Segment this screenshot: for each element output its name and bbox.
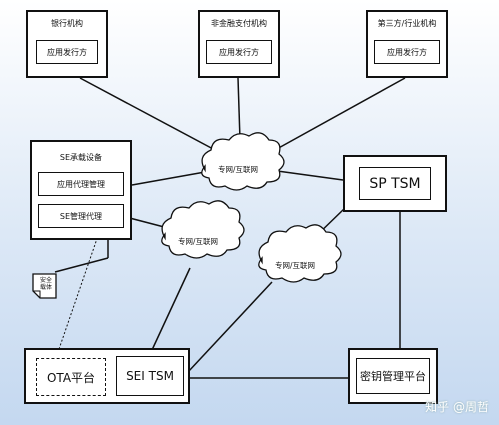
line-cloud3-seitsm: [187, 281, 273, 373]
third-party-institution-title: 第三方/行业机构: [377, 19, 437, 28]
cloud-3-label: 专网/互联网: [275, 260, 315, 270]
line-carrier-link: [54, 257, 109, 273]
third-party-issuer-box: 应用发行方: [374, 40, 440, 64]
security-carrier-icon: [32, 273, 57, 299]
nonbank-institution-box: 非金融支付机构 应用发行方: [198, 10, 280, 78]
line-nonbank-cloud1: [237, 77, 241, 141]
cloud-1-label: 专网/互联网: [218, 164, 258, 174]
cloud-1: 专网/互联网: [201, 132, 285, 191]
cloud-3: 专网/互联网: [258, 224, 342, 283]
key-management-box: 密钥管理平台: [348, 348, 438, 404]
line-cloud1-sptsm: [269, 169, 344, 181]
watermark-text: 知乎 @周哲: [425, 400, 489, 414]
line-third-cloud1: [274, 77, 406, 151]
bank-institution-box: 银行机构 应用发行方: [26, 10, 108, 78]
cloud-2: 专网/互联网: [161, 200, 245, 259]
app-agent-management-box: 应用代理管理: [38, 172, 124, 196]
nonbank-issuer-box: 应用发行方: [206, 40, 272, 64]
line-bank-cloud1: [79, 77, 216, 151]
sei-tsm-box: SEI TSM: [116, 356, 184, 396]
ota-sei-platform-box: OTA平台 SEI TSM: [24, 348, 190, 404]
key-management-inner: 密钥管理平台: [356, 358, 430, 394]
third-party-institution-box: 第三方/行业机构 应用发行方: [366, 10, 448, 78]
line-cloud2-seitsm: [151, 267, 191, 351]
nonbank-institution-title: 非金融支付机构: [211, 19, 267, 28]
ota-platform-box: OTA平台: [36, 358, 106, 396]
bank-institution-title: 银行机构: [51, 19, 83, 28]
sp-tsm-box: SP TSM: [343, 155, 447, 212]
cloud-2-label: 专网/互联网: [178, 236, 218, 246]
sp-tsm-inner: SP TSM: [359, 167, 431, 200]
line-se-cloud1: [131, 171, 206, 186]
se-device-title: SE承载设备: [59, 153, 103, 162]
bank-issuer-box: 应用发行方: [36, 40, 98, 64]
dotted-link-se-ota: [57, 229, 101, 353]
se-device-box: SE承载设备 应用代理管理 SE管理代理: [30, 140, 132, 240]
se-management-agent-box: SE管理代理: [38, 204, 124, 228]
security-carrier-label: 安全 载体: [39, 277, 52, 291]
